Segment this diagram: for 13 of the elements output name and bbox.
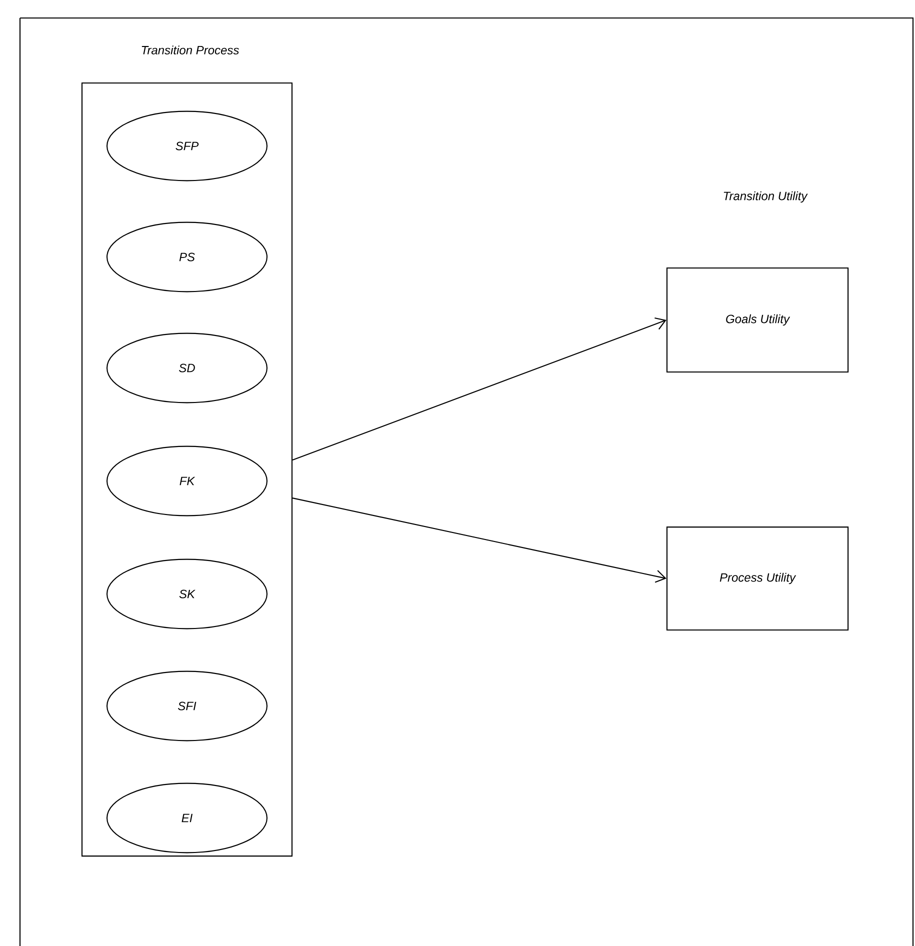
ellipse-node: SFI bbox=[106, 670, 268, 742]
ellipse-node: SD bbox=[106, 332, 268, 404]
ellipse-node: EI bbox=[106, 782, 268, 854]
process-box: Process Utility bbox=[666, 526, 849, 630]
heading-label: Transition Utility bbox=[724, 191, 808, 203]
ellipse-node: FK bbox=[106, 446, 268, 516]
ellipse-node: SFP bbox=[106, 110, 268, 182]
arrow bbox=[292, 317, 666, 461]
ellipse-node: PS bbox=[106, 222, 268, 292]
arrow bbox=[292, 498, 666, 583]
group-heading: Transition Process bbox=[142, 46, 239, 54]
process-box: Goals Utility bbox=[666, 267, 849, 373]
ellipse-node: SK bbox=[106, 558, 268, 630]
